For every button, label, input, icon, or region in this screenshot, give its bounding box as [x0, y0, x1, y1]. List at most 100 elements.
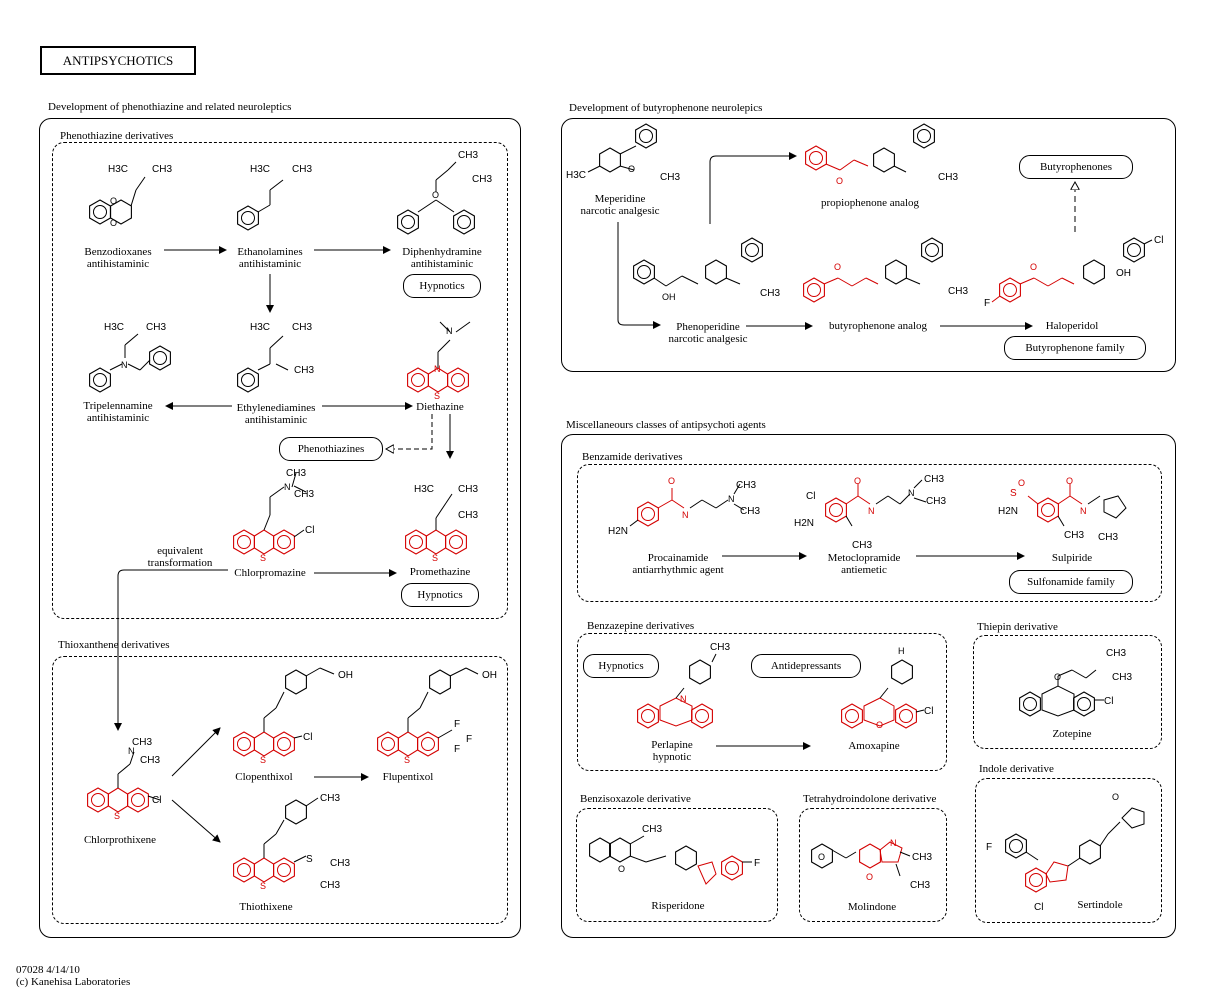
svg-text:CH3: CH3 [736, 480, 756, 491]
sertindole-label: Sertindole [1077, 899, 1123, 911]
svg-text:CH3: CH3 [760, 288, 780, 299]
svg-text:O: O [818, 852, 825, 862]
svg-text:O: O [1112, 792, 1119, 802]
svg-text:H3C: H3C [104, 322, 124, 333]
section-label-phenothiazine-deriv: Phenothiazine derivatives [58, 130, 176, 142]
svg-text:O: O [834, 262, 841, 272]
svg-text:H3C: H3C [108, 164, 128, 175]
svg-text:S: S [260, 755, 266, 765]
svg-text:F: F [466, 734, 472, 745]
tetrahydroindolone-frame [799, 808, 947, 922]
svg-text:Cl: Cl [1034, 902, 1043, 913]
phenothiazines-pill[interactable]: Phenothiazines [279, 437, 383, 461]
molindone-label: Molindone [847, 901, 897, 913]
thiothixene-label: Thiothixene [239, 901, 293, 913]
svg-text:Cl: Cl [924, 706, 933, 717]
thiepin-frame [973, 635, 1162, 749]
svg-text:CH3: CH3 [660, 172, 680, 183]
amoxapine-label: Amoxapine [848, 740, 900, 752]
flupentixol-structure: OH F F F S [378, 667, 497, 765]
footer: 07028 4/14/10 (c) Kanehisa Laboratories [16, 964, 130, 988]
amoxapine-structure: H Cl O [841, 646, 933, 730]
svg-text:CH3: CH3 [140, 755, 160, 766]
clopenthixol-label: Clopenthixol [235, 771, 293, 783]
sulpiride-label: Sulpiride [1051, 552, 1093, 564]
svg-text:CH3: CH3 [146, 322, 166, 333]
clopenthixol-structure: OH Cl S [234, 667, 353, 765]
butyrophenones-pill[interactable]: Butyrophenones [1019, 155, 1133, 179]
butyrophenone-family-pill[interactable]: Butyrophenone family [1004, 336, 1146, 360]
svg-text:O: O [1018, 478, 1025, 488]
hypnotics-pill-1[interactable]: Hypnotics [403, 274, 481, 298]
svg-text:S: S [260, 553, 266, 563]
sulpiride-structure: S O H2N O N CH3 CH3 [998, 476, 1127, 543]
svg-text:CH3: CH3 [320, 880, 340, 891]
chlorprothixene-label: Chlorprothixene [83, 834, 157, 846]
svg-text:O: O [668, 476, 675, 486]
svg-text:O: O [110, 218, 117, 228]
svg-text:OH: OH [662, 292, 676, 302]
footer-code: 07028 4/14/10 [16, 964, 80, 976]
chlorpromazine-label: Chlorpromazine [234, 567, 306, 579]
antidepressants-pill[interactable]: Antidepressants [751, 654, 861, 678]
butyrophenone-analog-structure: O CH3 [803, 237, 968, 303]
svg-text:Cl: Cl [806, 491, 815, 502]
procainamide-structure: H2N O N N CH3 CH3 [608, 476, 760, 537]
thioxanthene-arrows [171, 727, 369, 843]
footer-copyright: (c) Kanehisa Laboratories [16, 976, 131, 988]
molindone-structure: O N CH3 CH3 O [811, 838, 932, 891]
hypnotics-pill-3[interactable]: Hypnotics [583, 654, 659, 678]
svg-text:O: O [628, 164, 635, 174]
svg-text:CH3: CH3 [1112, 672, 1132, 683]
sulfonamide-family-pill[interactable]: Sulfonamide family [1009, 570, 1133, 594]
svg-text:F: F [754, 858, 760, 869]
svg-text:F: F [984, 298, 990, 309]
section-label-phenothiazine-dev: Development of phenothiazine and related… [48, 101, 292, 113]
perlapine-structure: CH3 N [637, 642, 730, 729]
svg-text:S: S [114, 811, 120, 821]
svg-text:F: F [986, 842, 992, 853]
svg-text:O: O [432, 190, 439, 200]
haloperidol-label: Haloperidol [1045, 320, 1099, 332]
phenothiazine-arrows [114, 246, 454, 731]
zotepine-label: Zotepine [1052, 728, 1092, 740]
svg-text:OH: OH [482, 670, 497, 681]
svg-text:N: N [1080, 506, 1087, 516]
hypnotics-pill-2[interactable]: Hypnotics [401, 583, 479, 607]
map-title-box: ANTIPSYCHOTICS [40, 46, 196, 75]
svg-text:O: O [1066, 476, 1073, 486]
misc-frame [561, 434, 1176, 938]
svg-text:S: S [432, 553, 438, 563]
svg-text:CH3: CH3 [472, 174, 492, 185]
indole-frame [975, 778, 1162, 923]
sertindole-structure: F Cl O [986, 792, 1145, 913]
svg-text:N: N [728, 494, 735, 504]
svg-text:S: S [434, 391, 440, 401]
svg-text:CH3: CH3 [458, 510, 478, 521]
svg-text:CH3: CH3 [642, 824, 662, 835]
svg-text:CH3: CH3 [1106, 648, 1126, 659]
haloperidol-structure: F O OH Cl [984, 235, 1163, 309]
section-label-thiepin: Thiepin derivative [977, 621, 1058, 633]
svg-text:CH3: CH3 [294, 365, 314, 376]
svg-text:F: F [454, 719, 460, 730]
svg-text:S: S [404, 755, 410, 765]
thiothixene-structure: S CH3 CH3 CH3 S [234, 793, 350, 891]
svg-text:CH3: CH3 [458, 484, 478, 495]
svg-text:O: O [1030, 262, 1037, 272]
svg-text:CH3: CH3 [152, 164, 172, 175]
phenoperidine-structure: OH CH3 [633, 237, 780, 302]
